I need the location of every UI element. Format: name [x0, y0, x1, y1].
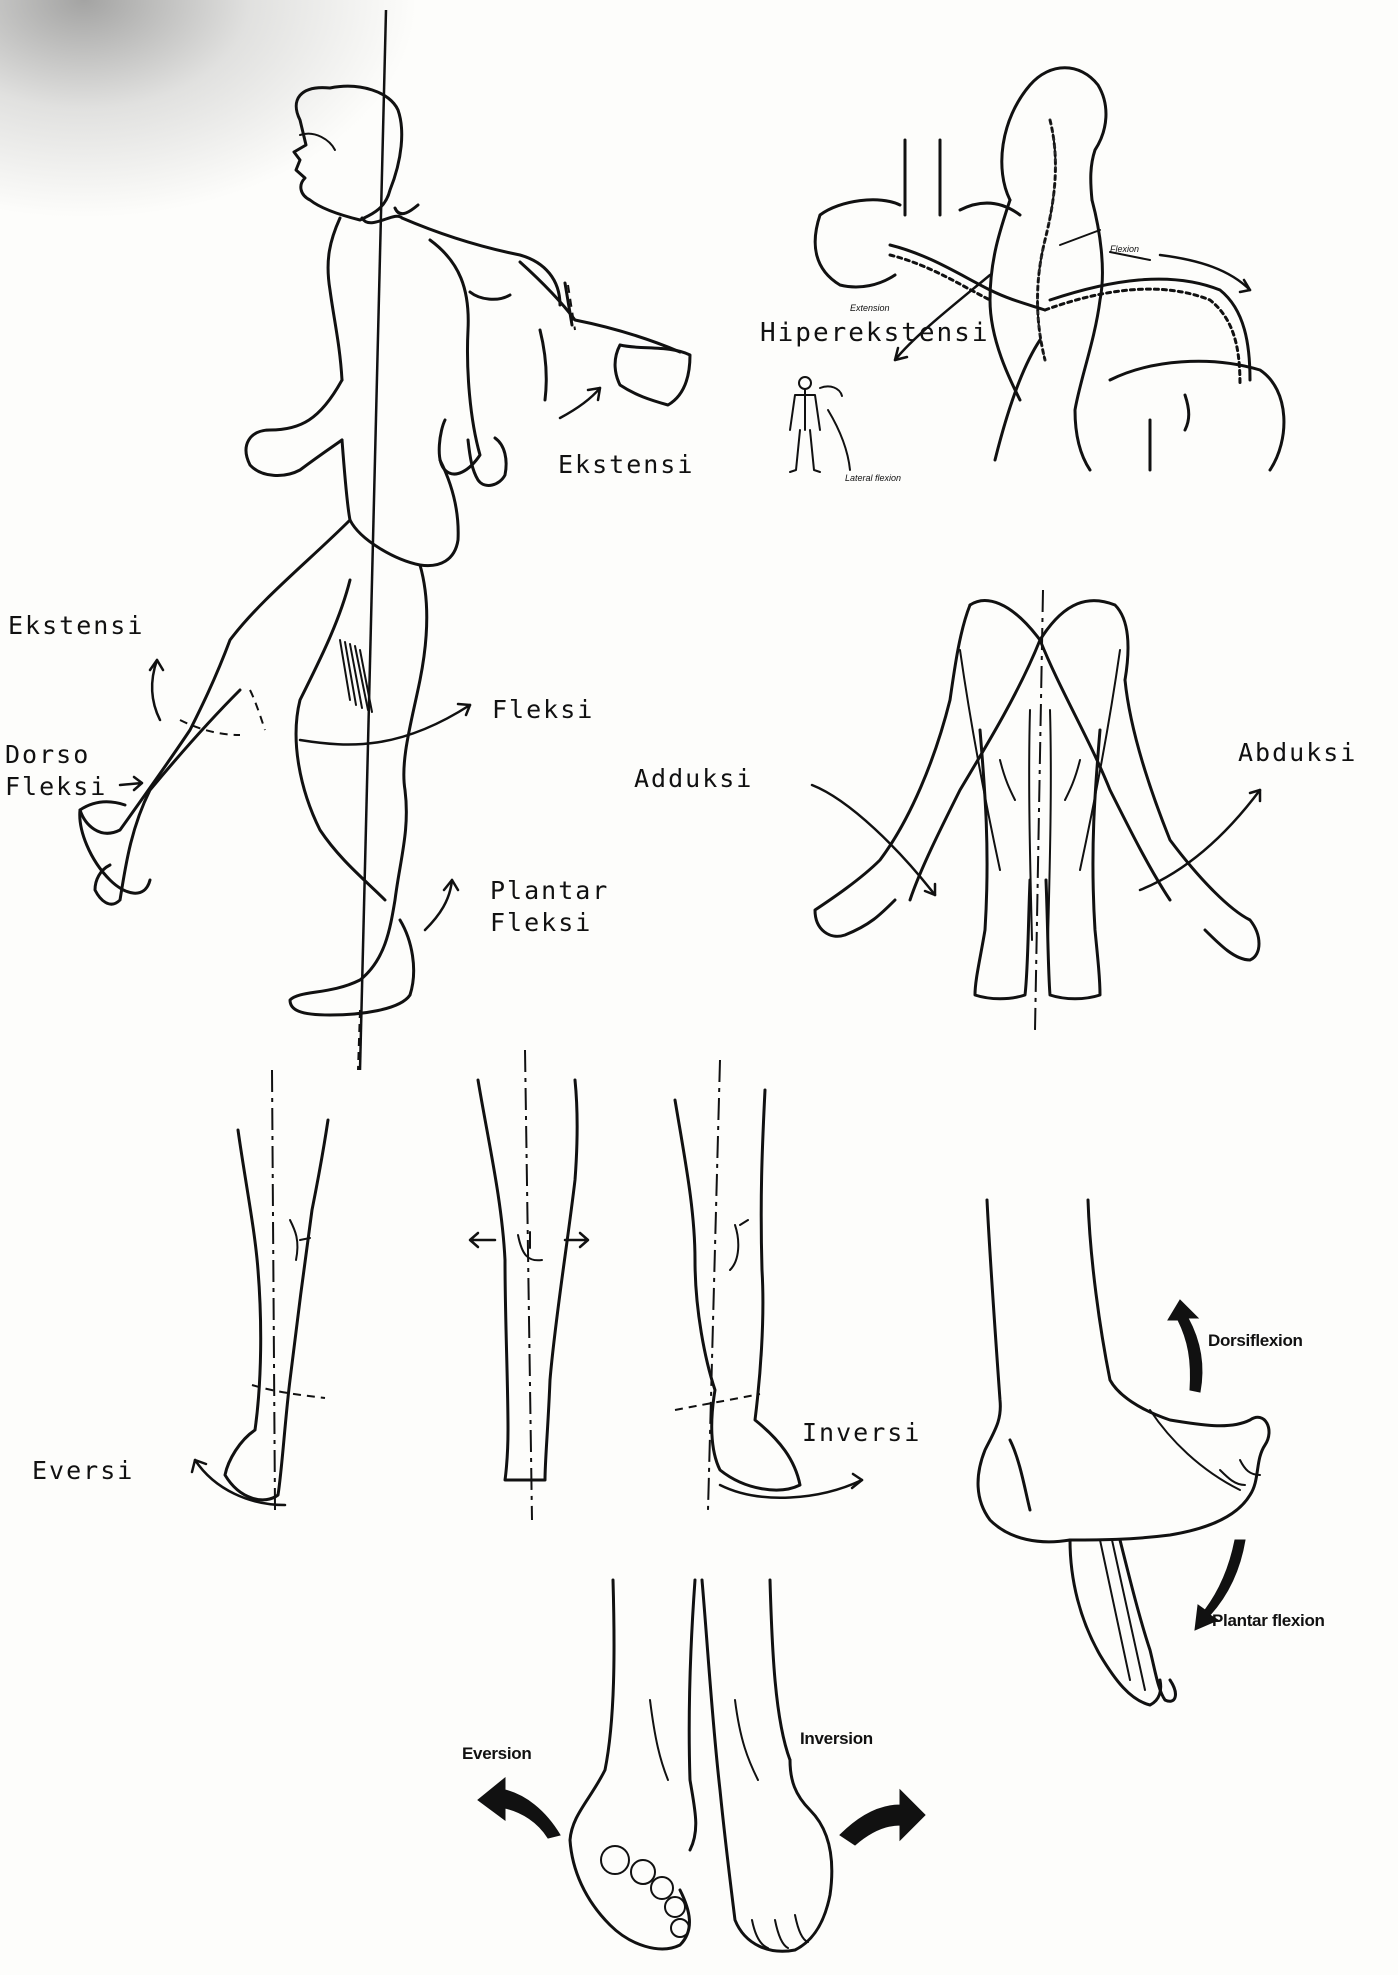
label-flexion-tiny: Flexion — [1110, 244, 1140, 254]
label-fleksi: Fleksi — [492, 695, 595, 724]
feet-eversion-inversion-icon — [477, 1578, 926, 1953]
walking-figure-icon — [78, 9, 692, 1071]
label-dorso: Dorso — [5, 740, 91, 769]
spine-flexion-icon — [789, 66, 1286, 473]
label-eversion: Eversion — [462, 1744, 532, 1763]
label-lateral-flexion-tiny: Lateral flexion — [845, 473, 902, 483]
label-dorso-fleksi: Fleksi — [5, 772, 108, 801]
label-extension-tiny: Extension — [850, 303, 890, 313]
label-inversion: Inversion — [800, 1729, 873, 1748]
label-ekstensi-arm: Ekstensi — [558, 450, 695, 479]
label-eversi: Eversi — [32, 1456, 135, 1485]
lower-legs-eversion-inversion-icon — [190, 1049, 864, 1521]
label-plantar-fleksi: Fleksi — [490, 908, 593, 937]
ankle-dorsiflexion-icon — [976, 1198, 1271, 1707]
label-abduksi: Abduksi — [1238, 738, 1358, 767]
label-dorsiflexion: Dorsiflexion — [1208, 1331, 1303, 1350]
label-hiperekstensi: Hiperekstensi — [760, 318, 990, 348]
label-plantar-flexion: Plantar flexion — [1212, 1611, 1325, 1630]
label-ekstensi-hip: Ekstensi — [8, 611, 145, 640]
label-inversi: Inversi — [802, 1418, 922, 1447]
legs-abduction-icon — [810, 589, 1262, 1031]
label-plantar: Plantar — [490, 876, 610, 905]
label-adduksi: Adduksi — [634, 764, 754, 793]
